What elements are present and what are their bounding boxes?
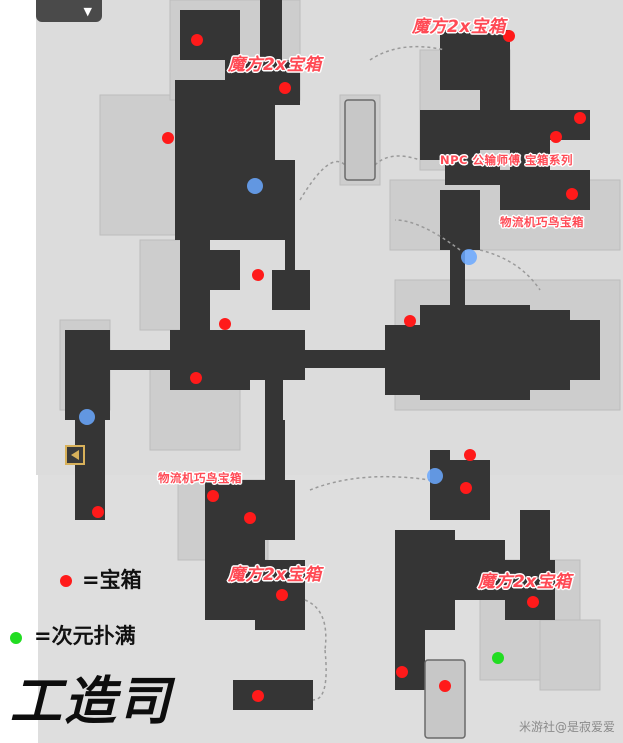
route-lines — [299, 45, 541, 701]
chest-marker — [244, 512, 256, 524]
chest-marker — [503, 30, 515, 42]
structure-rooms — [344, 99, 466, 739]
chest-marker — [92, 506, 104, 518]
label-cube-chest: 魔方2x宝箱 — [412, 17, 506, 37]
watermark: 米游社@是寂爱爱 — [518, 720, 615, 734]
chest-markers — [92, 30, 586, 702]
chest-marker — [527, 596, 539, 608]
area-title: 工造司 — [10, 672, 173, 732]
label-logistics-bird-chest: 物流机巧鸟宝箱 — [158, 471, 242, 485]
chest-marker — [219, 318, 231, 330]
legend-chest-dot — [60, 575, 72, 587]
chest-marker — [162, 132, 174, 144]
legend-dimension-fill-text: =次元扑满 — [34, 624, 136, 648]
legend-dimension-fill-dot — [10, 632, 22, 644]
legend-chest-text: =宝箱 — [82, 568, 142, 592]
chest-marker — [566, 188, 578, 200]
teleport-anchor-icon[interactable] — [79, 178, 477, 484]
label-cube-chest: 魔方2x宝箱 — [478, 572, 572, 592]
label-npc-chest-series: NPC 公输师傅 宝箱系列 — [440, 153, 573, 167]
chest-marker — [574, 112, 586, 124]
chest-marker — [464, 449, 476, 461]
area-dropdown[interactable]: ▼ — [36, 0, 102, 22]
chest-marker — [550, 131, 562, 143]
chest-marker — [439, 680, 451, 692]
dark-floor-areas — [65, 0, 600, 730]
chest-marker — [279, 82, 291, 94]
chest-marker — [460, 482, 472, 494]
chest-marker — [252, 269, 264, 281]
dropdown-arrow-icon[interactable]: ▼ — [83, 5, 92, 18]
label-logistics-bird-chest: 物流机巧鸟宝箱 — [500, 215, 584, 229]
chest-marker — [207, 490, 219, 502]
label-cube-chest: 魔方2x宝箱 — [228, 565, 322, 585]
chest-marker — [276, 589, 288, 601]
dimension-fill-marker — [492, 652, 504, 664]
label-cube-chest: 魔方2x宝箱 — [228, 55, 322, 75]
chest-marker — [396, 666, 408, 678]
chest-marker — [191, 34, 203, 46]
chest-marker — [252, 690, 264, 702]
chest-marker — [404, 315, 416, 327]
map-exit-icon[interactable] — [65, 445, 85, 465]
chest-marker — [190, 372, 202, 384]
